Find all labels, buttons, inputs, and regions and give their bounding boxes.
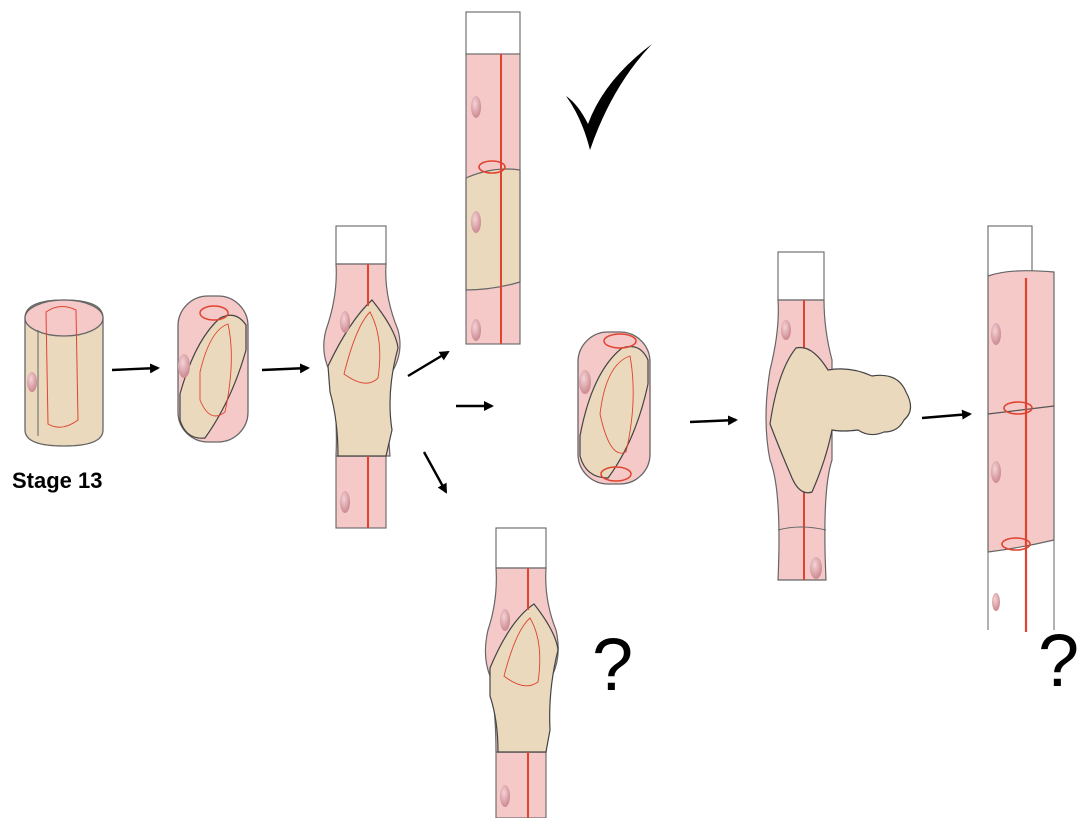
top-vessel xyxy=(466,12,520,344)
checkmark-icon xyxy=(566,44,652,150)
arrow-2 xyxy=(262,368,308,370)
sprouting-vessel xyxy=(766,252,911,580)
arrow-1 xyxy=(112,368,158,370)
capsule-cell-1 xyxy=(178,296,248,442)
stage13-cell xyxy=(25,300,103,446)
arrow-up xyxy=(408,352,448,376)
arrow-3 xyxy=(690,420,736,422)
capsule-cell-2 xyxy=(578,332,650,484)
stage-label: Stage 13 xyxy=(12,468,103,494)
uncertain-outcome-mark-2: ? xyxy=(1038,624,1077,698)
arrow-down xyxy=(424,452,446,492)
arrow-4 xyxy=(922,414,970,418)
bulged-vessel-1 xyxy=(324,226,400,528)
bottom-vessel xyxy=(485,528,558,818)
final-vessel xyxy=(988,226,1054,632)
uncertain-outcome-mark-1: ? xyxy=(592,628,633,702)
